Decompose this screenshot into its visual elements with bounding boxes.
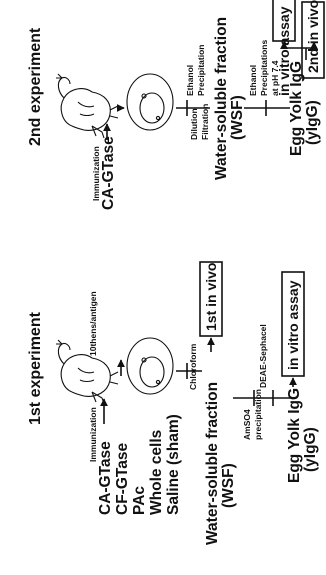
igy-1-line2: (yIgG) — [302, 427, 319, 472]
ethanol-1-line2: Precipitation — [196, 45, 206, 96]
antigen-2-ca-gtase: CA-GTase — [100, 136, 117, 210]
second-in-vitro-box — [272, 0, 296, 42]
ethanol-2-line2: Precipitations — [259, 40, 269, 96]
dilution-label: Dilution — [189, 108, 199, 140]
antigen-saline-sham: Saline (sham) — [165, 414, 182, 515]
second-in-vitro-label: in vitro assay — [276, 6, 292, 96]
second-in-vivo-label: 2nd in vivo — [305, 0, 321, 73]
amso4-label-line2: precipitation — [253, 389, 263, 440]
ethanol-2-line1: Ethanol — [248, 65, 258, 96]
wsf-1-line1: Water-soluble fraction — [204, 382, 221, 545]
antigen-cf-gtase: CF-GTase — [114, 443, 131, 515]
amso4-label-line1: AmSO4 — [242, 409, 252, 440]
wsf-2-line1: Water-soluble fraction — [213, 17, 230, 180]
antigen-pac: PAc — [131, 486, 148, 515]
ethanol-1-line1: Ethanol — [185, 65, 195, 96]
antigen-ca-gtase: CA-GTase — [97, 441, 114, 515]
igy-2-line2: (yIgG) — [304, 100, 321, 145]
first-in-vivo-box — [199, 261, 223, 337]
second-in-vivo-box — [301, 1, 325, 79]
ethanol-2-line3: at pH 7.4 — [270, 60, 280, 96]
first-in-vitro-box — [281, 271, 305, 377]
immunization-label-1: Immunization — [88, 407, 98, 462]
igy-1-line1: Egg Yolk IgG — [286, 388, 303, 483]
first-in-vivo-label: 1st in vivo — [203, 263, 219, 331]
immunization-label-2: Immunization — [91, 146, 101, 201]
experiment-2-panel: 2nd experiment Immunization CA-GTase Dil… — [27, 0, 325, 210]
experiment-1-panel: 1st experiment CA-GTase CF-GTase PAc Who… — [27, 261, 319, 545]
antigen-whole-cells: Whole cells — [148, 430, 165, 515]
experiment-2-heading: 2nd experiment — [27, 27, 44, 146]
wsf-2-line2: (WSF) — [229, 95, 246, 140]
hen-illustration-1 — [56, 339, 119, 405]
hen-illustration-2 — [56, 73, 119, 139]
chloroform-label: Chloroform — [188, 343, 198, 390]
egg-illustration-2 — [126, 73, 174, 131]
filtration-label: Filtration — [200, 104, 210, 140]
antigen-dose-note: 10thens/antigen — [88, 291, 98, 356]
igy-2-line1: Egg Yolk IgG — [288, 61, 305, 156]
deae-label: DEAE-Sephacel — [258, 324, 268, 388]
first-in-vitro-label: in vitro assay — [285, 280, 301, 370]
experiment-1-heading: 1st experiment — [27, 311, 44, 425]
egg-illustration-1 — [126, 337, 174, 395]
wsf-1-line2: (WSF) — [220, 463, 237, 508]
